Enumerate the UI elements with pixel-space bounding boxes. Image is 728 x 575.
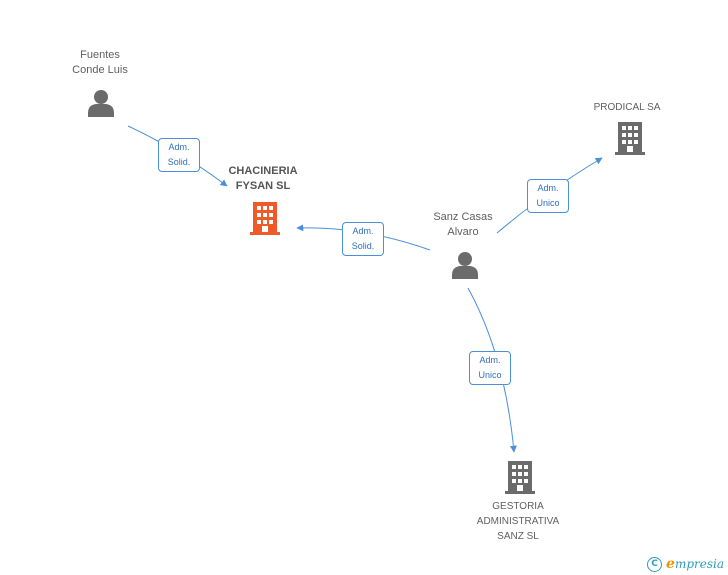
edge-label-line: Unico [478, 370, 502, 380]
node-label-prodical-sa[interactable]: PRODICAL SA [577, 100, 677, 115]
node-label-line: CHACINERIA [228, 165, 298, 177]
person-icon[interactable] [452, 252, 478, 279]
node-label-line: FYSAN SL [235, 180, 291, 192]
node-label-line: GESTORIA [492, 501, 544, 512]
node-label-line: Sanz Casas [433, 211, 493, 223]
edge-label-sanz-gestoria[interactable]: Adm. Unico [469, 351, 511, 385]
edge-label-line: Adm. [479, 355, 501, 365]
node-label-gestoria-administrativa-sanz-sl[interactable]: GESTORIA ADMINISTRATIVA SANZ SL [458, 499, 578, 544]
building-icon[interactable] [505, 461, 535, 494]
person-icon[interactable] [88, 90, 114, 117]
edge-label-line: Adm. [352, 226, 374, 236]
brand-rest: mpresia [674, 557, 724, 571]
node-label-line: PRODICAL SA [593, 102, 661, 113]
brand-initial: e [666, 556, 675, 572]
edge-label-line: Solid. [351, 241, 375, 251]
node-label-fuentes-conde-luis[interactable]: Fuentes Conde Luis [50, 48, 150, 78]
edge-label-sanz-prodical[interactable]: Adm. Unico [527, 179, 569, 213]
edge-label-fuentes-chacineria[interactable]: Adm. Solid. [158, 138, 200, 172]
copyright-icon: C [647, 556, 663, 572]
edge-label-line: Unico [536, 198, 560, 208]
edge-label-line: Adm. [537, 183, 559, 193]
node-label-sanz-casas-alvaro[interactable]: Sanz Casas Alvaro [413, 210, 513, 240]
empresia-watermark[interactable]: C empresia [647, 555, 724, 573]
node-label-line: Conde Luis [72, 64, 128, 76]
node-label-line: Alvaro [447, 226, 479, 238]
building-icon[interactable] [250, 202, 280, 235]
edge-label-line: Adm. [168, 142, 190, 152]
node-label-line: SANZ SL [497, 531, 539, 542]
edge-label-sanz-chacineria[interactable]: Adm. Solid. [342, 222, 384, 256]
edge-label-line: Solid. [167, 157, 191, 167]
node-label-line: ADMINISTRATIVA [476, 516, 560, 527]
node-label-line: Fuentes [80, 49, 120, 61]
node-label-chacineria-fysan-sl[interactable]: CHACINERIA FYSAN SL [213, 164, 313, 194]
building-icon[interactable] [615, 122, 645, 155]
brand-logo: empresia [666, 556, 724, 572]
